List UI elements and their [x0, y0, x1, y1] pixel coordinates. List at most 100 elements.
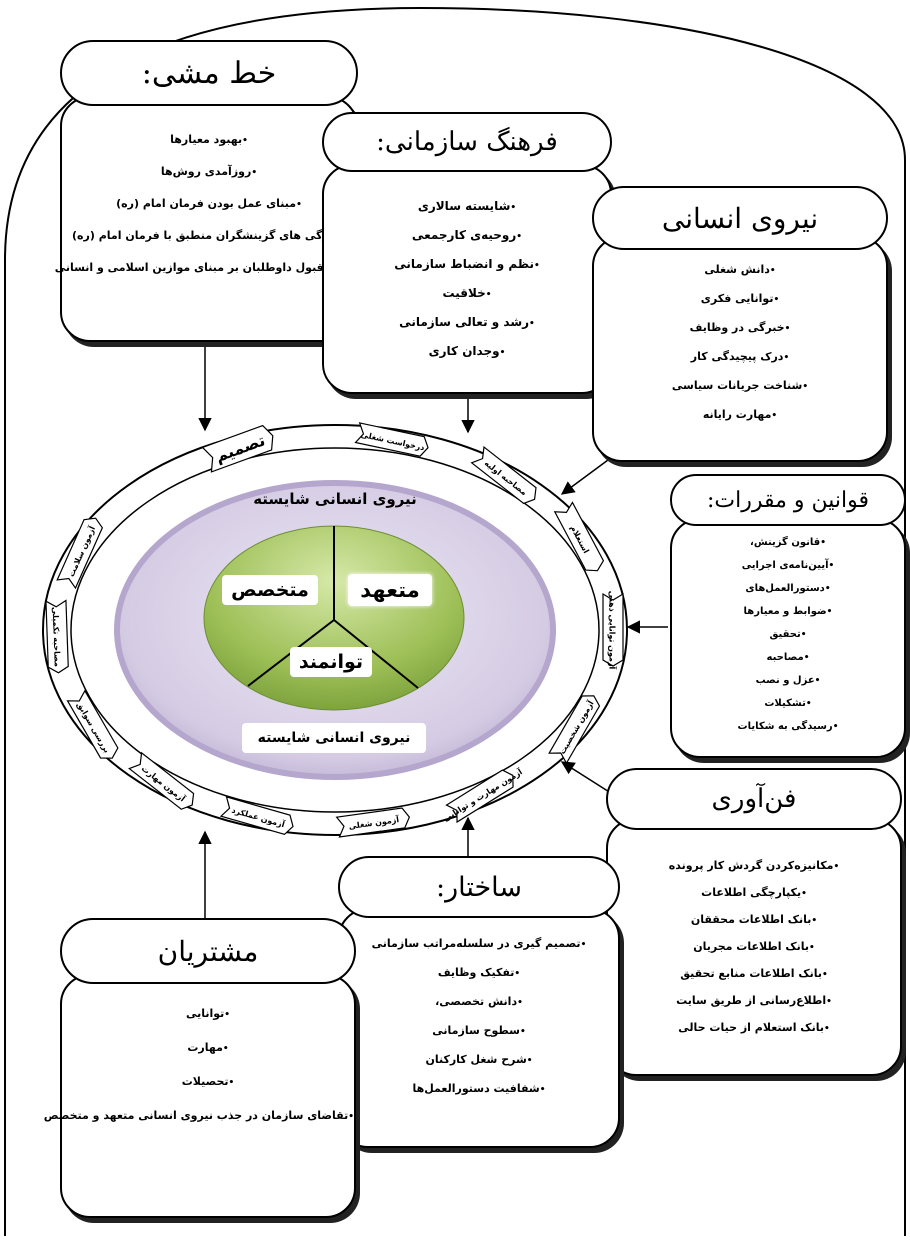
ring-step: درخواست شغلی	[354, 422, 429, 457]
manpower-item: خبرگی در وظایف	[594, 322, 886, 351]
customers-title: مشتریان	[60, 918, 356, 984]
culture-item: شایسته سالاری	[324, 200, 610, 229]
ring-step-shape	[354, 422, 429, 457]
ring-step: آزمون شغلی	[335, 807, 411, 838]
customers-item: مهارت	[62, 1042, 354, 1076]
structure-item: شفافیت دستورالعمل‌ها	[340, 1083, 618, 1112]
ring-step-label: مصاحبه تکمیلی	[51, 607, 62, 667]
structure-item: دانش تخصصی،	[340, 996, 618, 1025]
arrow-manpower	[560, 459, 609, 495]
technology-title: فن‌آوری	[606, 768, 902, 830]
manpower-box: دانش شغلیتوانایی فکریخبرگی در وظایفدرک پ…	[592, 186, 888, 462]
ring-step-shape	[45, 599, 69, 674]
ring-step: استعلام	[553, 501, 605, 572]
ring-step: تصمیم	[201, 424, 274, 473]
customers-box-body: تواناییمهارتتحصیلاتتقاضای سازمان در جذب …	[44, 974, 356, 1218]
ring-step-shape	[219, 796, 294, 836]
ring-step-shape	[66, 689, 119, 759]
structure-item: تفکیک وظایف	[340, 967, 618, 996]
customers-box: تواناییمهارتتحصیلاتتقاضای سازمان در جذب …	[44, 918, 356, 1218]
rules-list: قانون گزینش،آیین‌نامه‌ی اجراییدستورالعمل…	[672, 538, 904, 745]
rules-item: تشکیلات	[672, 699, 904, 722]
manpower-item: توانایی فکری	[594, 293, 886, 322]
technology-box-body: مکانیزه‌کردن گردش کار پروندهیکپارچگی اطل…	[606, 818, 902, 1076]
manpower-item: درک پیچیدگی کار	[594, 351, 886, 380]
culture-item: رشد و تعالی سازمانی	[324, 316, 610, 345]
ring-step-label: آزمون توانایی ذهنی	[608, 591, 618, 670]
technology-item: یکپارچگی اطلاعات	[608, 887, 900, 914]
customers-item: توانایی	[62, 1008, 354, 1042]
core-divider-3	[333, 619, 419, 689]
technology-item: بانک اطلاعات منابع تحقیق	[608, 968, 900, 995]
structure-title: ساختار:	[338, 856, 620, 918]
policy-list: بهبود معیارهاروزآمدی روش‌هامبنای عمل بود…	[55, 134, 356, 294]
rules-item: عزل و نصب	[672, 676, 904, 699]
ring-step-shape	[553, 501, 605, 572]
core-segment-capable: توانمند	[290, 647, 372, 677]
policy-title: خط مشی:	[60, 40, 358, 106]
rules-item: مصاحبه	[672, 653, 904, 676]
outer-frame	[4, 6, 906, 1236]
policy-item: روزآمدی روش‌ها	[62, 166, 356, 198]
technology-item: بانک اطلاعات محققان	[608, 914, 900, 941]
customers-item: تقاضای سازمان در جذب نیروی انسانی متعهد …	[44, 1110, 354, 1144]
structure-item: تصمیم گیری در سلسله‌مراتب سازمانی	[340, 938, 618, 967]
ring-step-shape	[470, 445, 537, 505]
customers-item: تحصیلات	[62, 1076, 354, 1110]
technology-item: اطلاع‌رسانی از طریق سایت	[608, 995, 900, 1022]
customers-list: تواناییمهارتتحصیلاتتقاضای سازمان در جذب …	[44, 1008, 354, 1144]
culture-box-body: شایسته سالاریروحیه‌ی کارجمعینظم و انضباط…	[322, 164, 612, 394]
ring-step-shape	[548, 695, 601, 765]
rules-item: آیین‌نامه‌ی اجرایی	[672, 561, 904, 584]
culture-item: روحیه‌ی کارجمعی	[324, 229, 610, 258]
culture-item: خلاقیت	[324, 287, 610, 316]
center-top-label: نیروی انسانی شایسته	[253, 490, 417, 508]
policy-box: بهبود معیارهاروزآمدی روش‌هامبنای عمل بود…	[55, 40, 358, 342]
manpower-item: مهارت رایانه	[594, 409, 886, 438]
ring-step-shape	[56, 517, 104, 590]
manpower-item: دانش شغلی	[594, 264, 886, 293]
manpower-title: نیروی انسانی	[592, 186, 888, 250]
core-segment-expert: متخصص	[222, 575, 318, 605]
technology-item: مکانیزه‌کردن گردش کار پرونده	[608, 860, 900, 887]
ring-step-shape	[335, 807, 411, 838]
rules-box-body: قانون گزینش،آیین‌نامه‌ی اجراییدستورالعمل…	[670, 518, 906, 758]
policy-item: بهبود معیارها	[62, 134, 356, 166]
culture-item: نظم و انضباط سازمانی	[324, 258, 610, 287]
structure-item: شرح شغل کارکنان	[340, 1054, 618, 1083]
center-bottom-label: نیروی انسانی شایسته	[242, 723, 426, 753]
manpower-box-body: دانش شغلیتوانایی فکریخبرگی در وظایفدرک پ…	[592, 236, 888, 462]
rules-item: ضوابط و معیارها	[672, 607, 904, 630]
culture-title: فرهنگ سازمانی:	[322, 112, 612, 172]
structure-item: سطوح سازمانی	[340, 1025, 618, 1054]
technology-box: مکانیزه‌کردن گردش کار پروندهیکپارچگی اطل…	[606, 768, 902, 1076]
manpower-item: شناخت جریانات سیاسی	[594, 380, 886, 409]
ring-step: آزمون سلامت	[56, 517, 104, 590]
policy-item: مبنای عمل بودن فرمان امام (ره)	[62, 198, 356, 230]
ring-step: آزمون توانایی ذهنی	[602, 591, 624, 670]
structure-box-body: تصمیم گیری در سلسله‌مراتب سازمانیتفکیک و…	[338, 908, 620, 1148]
rules-item: تحقیق	[672, 630, 904, 653]
rules-item: دستورالعمل‌های	[672, 584, 904, 607]
ring-step-shape	[445, 769, 514, 824]
arrow-technology	[560, 761, 615, 796]
culture-list: شایسته سالاریروحیه‌ی کارجمعینظم و انضباط…	[324, 200, 610, 374]
structure-box: تصمیم گیری در سلسله‌مراتب سازمانیتفکیک و…	[338, 856, 620, 1148]
technology-item: بانک اطلاعات مجریان	[608, 941, 900, 968]
culture-item: وجدان کاری	[324, 345, 610, 374]
structure-list: تصمیم گیری در سلسله‌مراتب سازمانیتفکیک و…	[340, 938, 618, 1112]
rules-item: قانون گزینش،	[672, 538, 904, 561]
rules-box: قانون گزینش،آیین‌نامه‌ی اجراییدستورالعمل…	[670, 474, 906, 758]
ring-step-shape	[201, 424, 274, 473]
culture-box: شایسته سالاریروحیه‌ی کارجمعینظم و انضباط…	[322, 112, 612, 394]
ring-step: مصاحبه تکمیلی	[45, 599, 69, 674]
ring-step-shape	[602, 592, 624, 667]
rules-title: قوانین و مقررات:	[670, 474, 906, 526]
manpower-list: دانش شغلیتوانایی فکریخبرگی در وظایفدرک پ…	[594, 264, 886, 438]
rules-item: رسیدگی به شکایات	[672, 722, 904, 745]
technology-item: بانک استعلام از حیات حالی	[608, 1022, 900, 1049]
core-segment-committed: متعهد	[348, 574, 432, 606]
policy-box-body: بهبود معیارهاروزآمدی روش‌هامبنای عمل بود…	[55, 96, 358, 342]
